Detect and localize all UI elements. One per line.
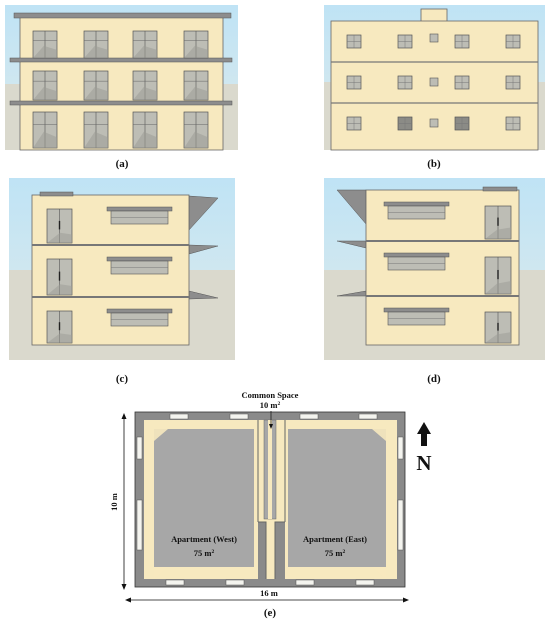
- roof-parapet: [482, 186, 518, 192]
- north-label: N: [416, 451, 431, 475]
- window-shadow: [84, 86, 108, 100]
- partition-wall: [258, 521, 267, 579]
- window-shadow: [184, 86, 208, 100]
- plan-window: [397, 499, 404, 551]
- sun-patch: [372, 567, 386, 579]
- window-shadow: [33, 86, 57, 100]
- door-shadow: [485, 281, 511, 294]
- plan-window: [358, 413, 378, 420]
- common-space-leader-arrow: [269, 424, 273, 429]
- roof-slab: [13, 12, 232, 19]
- width-dimension-label: 16 m: [260, 588, 278, 598]
- plan-window: [355, 579, 375, 586]
- sun-patch: [154, 567, 168, 579]
- balcony-slab-1: [9, 100, 233, 106]
- panel-label-e: (e): [264, 607, 277, 619]
- plan-window: [397, 436, 404, 460]
- panel-label-a: (a): [116, 158, 129, 170]
- plan-window: [225, 579, 245, 586]
- apartment-east-label: Apartment (East): [303, 534, 367, 544]
- apartment-west-label: Apartment (West): [171, 534, 237, 544]
- window-shade: [106, 206, 173, 212]
- apartment-west-area: 75 m2: [194, 548, 215, 558]
- height-dimension-arrow-bottom: [121, 584, 127, 590]
- panel-d-elevation: [324, 178, 545, 360]
- door-shadow: [485, 332, 511, 343]
- common-space-core-inner: [268, 420, 272, 519]
- stair-window: [429, 33, 439, 43]
- plan-window: [229, 413, 249, 420]
- north-arrow-icon: [417, 422, 431, 446]
- panel-label-d: (d): [427, 373, 441, 385]
- panel-label-c: (c): [116, 373, 129, 385]
- window-shade: [106, 256, 173, 262]
- panel-e-floor-plan: Common Space 10 m2 Apartment (West) 75 m…: [109, 390, 432, 603]
- stair-tower: [420, 8, 448, 23]
- common-space-label: Common Space: [242, 390, 299, 400]
- door-shadow: [485, 227, 511, 239]
- plan-window: [169, 413, 189, 420]
- panel-a-elevation: [5, 5, 238, 151]
- plan-window: [165, 579, 185, 586]
- window-shadow: [133, 86, 157, 100]
- height-dimension-label: 10 m: [109, 493, 119, 511]
- window-shadow: [184, 131, 208, 148]
- window-shadow: [33, 131, 57, 148]
- width-dimension-arrow-right: [403, 597, 409, 603]
- panel-c-elevation: [9, 178, 235, 360]
- height-dimension-arrow-top: [121, 413, 127, 419]
- window-shade: [383, 201, 450, 207]
- balcony-slab-2: [9, 57, 233, 63]
- window-shadow: [84, 131, 108, 148]
- window-shadow: [133, 131, 157, 148]
- plan-window: [136, 499, 143, 551]
- window-shadow: [184, 45, 208, 58]
- sun-patch: [372, 429, 386, 441]
- window-shadow: [84, 45, 108, 58]
- panel-label-b: (b): [427, 158, 441, 170]
- window-shade: [383, 307, 450, 313]
- window-shade: [106, 308, 173, 314]
- window-shade: [383, 252, 450, 258]
- width-dimension-arrow-left: [125, 597, 131, 603]
- roof-parapet: [39, 191, 74, 197]
- apartment-east-area: 75 m2: [325, 548, 346, 558]
- apartment-east-carpet: [288, 429, 386, 567]
- door-shadow: [47, 284, 72, 295]
- plan-window: [136, 436, 143, 460]
- panel-b-elevation: [324, 5, 545, 151]
- stair-window: [429, 77, 439, 87]
- door-shadow: [47, 232, 72, 243]
- sun-patch: [154, 429, 168, 441]
- plan-window: [295, 579, 315, 586]
- apartment-west-carpet: [154, 429, 254, 567]
- plan-window: [299, 413, 319, 420]
- door-shadow: [47, 333, 72, 343]
- common-space-area: 10 m2: [260, 400, 281, 410]
- window-shadow: [133, 45, 157, 58]
- window-shadow: [33, 45, 57, 58]
- stair-window: [429, 118, 439, 128]
- partition-wall: [274, 521, 285, 579]
